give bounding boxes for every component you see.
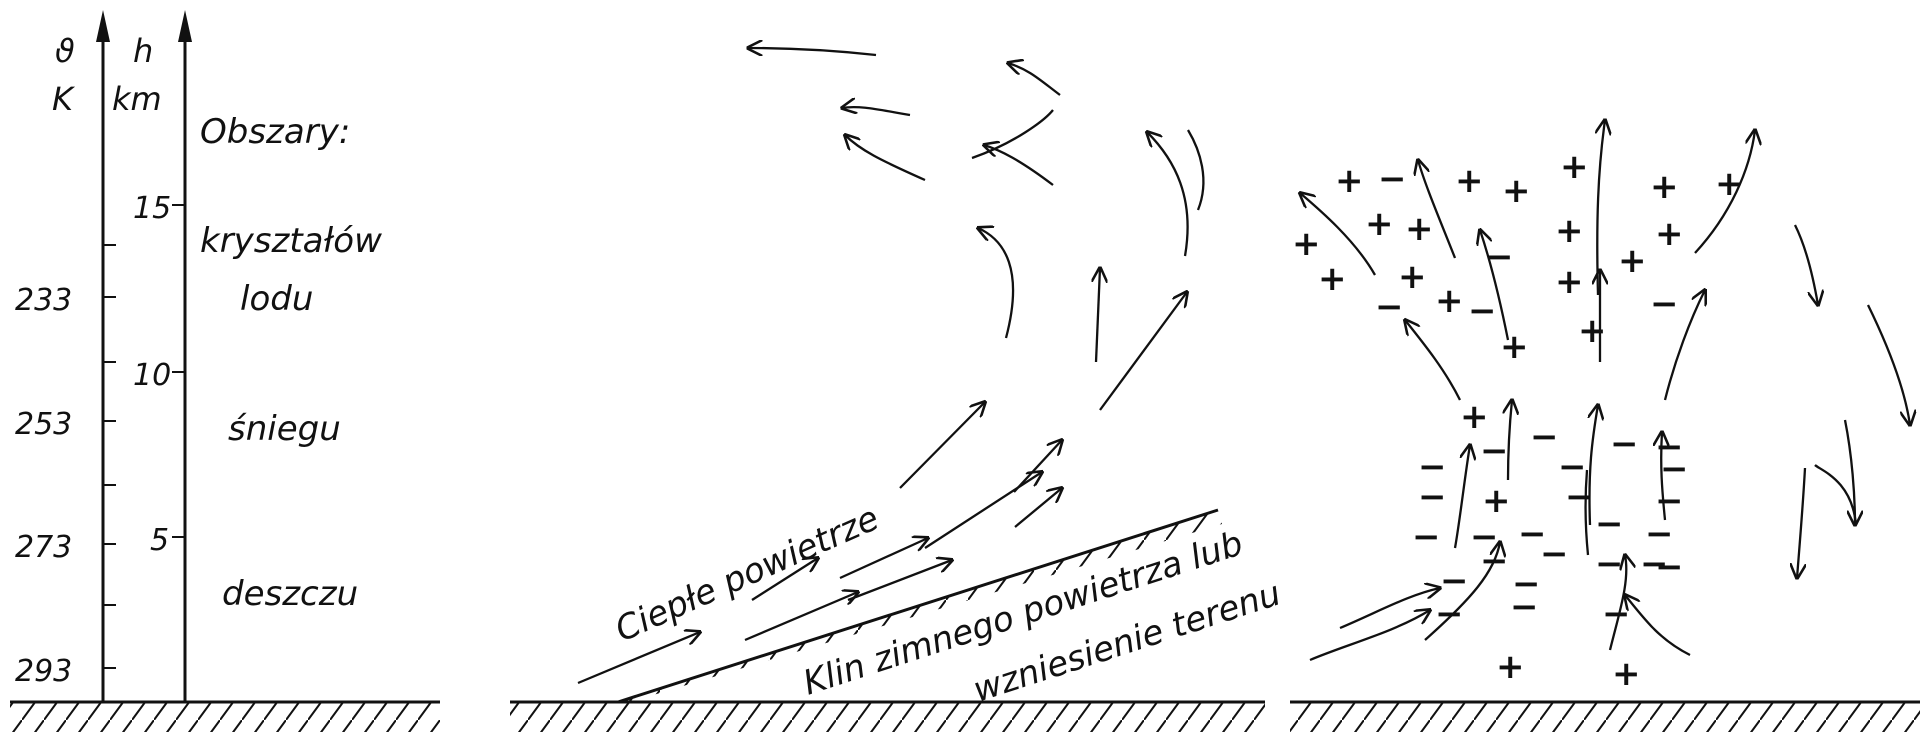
airflow-arrow [925, 472, 1042, 548]
frontal-panel: Ciepłe powietrze Klin zimnego powietrza … [510, 48, 1286, 732]
zone-ice-line1: kryształów [200, 221, 382, 261]
convective-panel: + + + + + + + + + + + + + + + + + + + + … [1290, 120, 1920, 732]
updraft-arrow [1868, 305, 1910, 425]
plus-charge-sign: + [1435, 281, 1464, 321]
airflow-arrow [984, 145, 1053, 185]
temperature-unit: K [52, 80, 76, 118]
temperature-ticks [103, 297, 116, 668]
plus-charge-sign: + [1655, 214, 1684, 254]
minus-charge-sign: − [1602, 594, 1631, 634]
plus-charge-sign: + [1496, 647, 1525, 687]
temperature-axis-arrowhead [96, 10, 110, 42]
plus-charge-sign: + [1618, 241, 1647, 281]
minus-charge-sign: − [1595, 544, 1624, 584]
plus-charge-sign: + [1365, 204, 1394, 244]
updraft-arrow [1795, 225, 1818, 305]
minus-charge-sign: − [1412, 517, 1441, 557]
minus-charge-sign: − [1595, 504, 1624, 544]
temp-tick-293: 293 [15, 654, 72, 689]
plus-charge-sign: + [1555, 211, 1584, 251]
minus-charge-sign: − [1418, 477, 1447, 517]
updraft-arrow [1455, 445, 1470, 548]
zone-snow: śniegu [228, 409, 341, 449]
minus-charge-sign: − [1565, 477, 1594, 517]
plus-charge-sign: + [1560, 147, 1589, 187]
airflow-arrow [978, 228, 1013, 338]
airflow-arrow [1096, 268, 1100, 362]
height-tick-5: 5 [150, 523, 169, 558]
updraft-arrow [1508, 400, 1512, 480]
plus-charge-sign: + [1500, 327, 1529, 367]
temp-tick-253: 253 [15, 407, 72, 442]
updraft-arrow [1797, 468, 1805, 578]
updraft-arrow [1340, 588, 1440, 628]
airflow-arrow [972, 110, 1053, 158]
updraft-arrow [1310, 610, 1430, 660]
temp-tick-233: 233 [15, 283, 72, 318]
airflow-arrow [848, 560, 952, 600]
plus-charge-sign: + [1318, 259, 1347, 299]
updraft-arrow [1815, 465, 1856, 525]
ground-hatch-middle [510, 702, 1265, 732]
plus-charge-sign: + [1555, 262, 1584, 302]
ground-hatch-left [10, 702, 440, 732]
minus-charge-sign: − [1468, 291, 1497, 331]
minus-charge-sign: − [1610, 424, 1639, 464]
minus-charge-sign: − [1375, 287, 1404, 327]
warm-air-label: Ciepłe powietrze [609, 498, 885, 650]
minus-charge-sign: − [1435, 594, 1464, 634]
zone-rain: deszczu [222, 574, 358, 614]
height-axis-arrowhead [178, 10, 192, 42]
airflow-arrow [1008, 63, 1060, 95]
plus-charge-sign: + [1502, 171, 1531, 211]
temperature-symbol: ϑ [55, 32, 75, 70]
zone-ice-line2: lodu [240, 279, 313, 319]
axes-panel: ϑ K h km 233 253 273 293 15 10 5 Obszary… [10, 10, 440, 732]
minus-charge-sign: − [1510, 587, 1539, 627]
minus-charge-sign: − [1480, 431, 1509, 471]
plus-charge-sign: + [1292, 224, 1321, 264]
height-symbol: h [133, 32, 153, 70]
minus-charge-sign: − [1650, 284, 1679, 324]
plus-charge-sign: + [1612, 654, 1641, 694]
plus-charge-sign: + [1405, 209, 1434, 249]
minus-charge-sign: − [1480, 541, 1509, 581]
airflow-arrow [842, 107, 910, 115]
zones-title: Obszary: [200, 112, 350, 152]
plus-charge-sign: + [1578, 311, 1607, 351]
airflow-arrow [1100, 292, 1187, 410]
temp-tick-273: 273 [15, 530, 72, 565]
airflow-arrow [845, 135, 925, 180]
minus-charge-sign: − [1540, 534, 1569, 574]
minus-charge-sign: − [1655, 547, 1684, 587]
plus-charge-sign: + [1335, 161, 1364, 201]
airflow-arrow [1147, 132, 1188, 256]
airflow-arrow [1015, 488, 1062, 527]
updraft-arrow [1405, 320, 1460, 400]
updraft-arrow [1597, 120, 1605, 295]
ground-hatch-right [1290, 702, 1920, 732]
height-tick-10: 10 [133, 358, 171, 393]
updraft-arrow [1625, 595, 1690, 655]
airflow-arrow [748, 48, 876, 55]
minus-charge-sign: − [1485, 237, 1514, 277]
airflow-arrow [1188, 130, 1203, 210]
plus-charge-sign: + [1715, 164, 1744, 204]
plus-charge-sign: + [1650, 167, 1679, 207]
minus-charge-sign: − [1378, 159, 1407, 199]
plus-charge-sign: + [1455, 161, 1484, 201]
airflow-arrow [1014, 440, 1062, 492]
plus-charge-sign: + [1482, 481, 1511, 521]
airflow-arrow [900, 402, 985, 488]
minus-charge-sign: − [1530, 417, 1559, 457]
height-tick-15: 15 [133, 191, 171, 226]
height-unit: km [112, 80, 162, 118]
